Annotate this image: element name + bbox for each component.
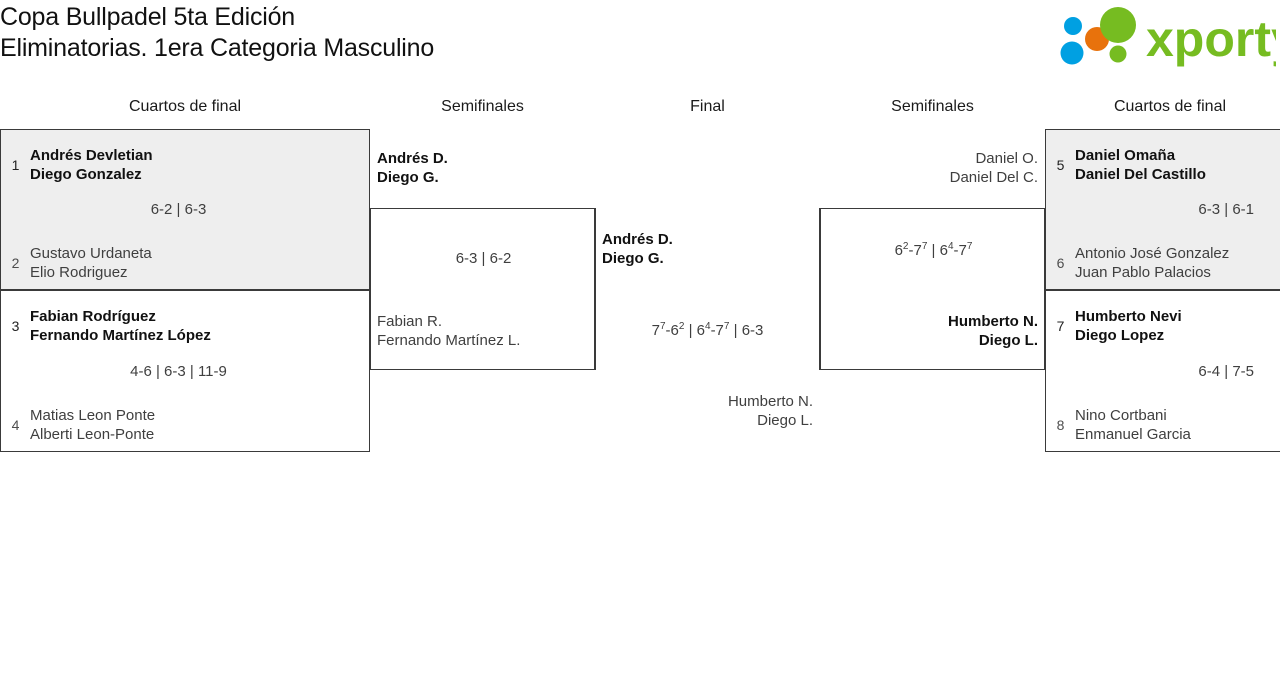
sf1-bottom-player2: Fernando Martínez L. bbox=[377, 332, 521, 349]
qf3-team-top[interactable]: 5 Daniel Omaña Daniel Del Castillo bbox=[1055, 146, 1206, 184]
qf1-bottom-player2: Elio Rodriguez bbox=[30, 264, 128, 281]
final-team-top[interactable]: Andrés D. Diego G. bbox=[602, 230, 673, 268]
round-header-final: Final bbox=[690, 98, 725, 115]
qf2-score: 4-6 | 6-3 | 11-9 bbox=[130, 363, 227, 380]
qf2-top-seed: 3 bbox=[11, 318, 20, 334]
qf4-top-player1: Humberto Nevi bbox=[1075, 308, 1182, 325]
qf3-bottom-seed: 6 bbox=[1056, 255, 1065, 271]
title-line-2: Eliminatorias. 1era Categoria Masculino bbox=[0, 34, 435, 62]
match-box-sf2[interactable]: 62-77 | 64-77 bbox=[820, 208, 1045, 370]
qf2-top-names: Fabian Rodríguez Fernando Martínez López bbox=[30, 307, 211, 345]
sf2-top-player1: Daniel O. bbox=[975, 150, 1038, 167]
sf2-team-bottom[interactable]: Humberto N. Diego L. bbox=[820, 312, 1038, 350]
qf2-team-bottom[interactable]: 4 Matias Leon Ponte Alberti Leon-Ponte bbox=[10, 406, 156, 444]
match-box-qf2[interactable]: 3 Fabian Rodríguez Fernando Martínez Lóp… bbox=[0, 290, 370, 452]
round-header-cuartos-right: Cuartos de final bbox=[1113, 98, 1227, 115]
qf3-team-bottom[interactable]: 6 Antonio José Gonzalez Juan Pablo Palac… bbox=[1055, 244, 1230, 282]
page-title: Copa Bullpadel 5ta Edición Eliminatorias… bbox=[0, 2, 434, 64]
sf1-team-bottom[interactable]: Fabian R. Fernando Martínez L. bbox=[377, 312, 520, 350]
logo-wordmark: xporty bbox=[1146, 11, 1276, 67]
final-team-bottom[interactable]: Humberto N. Diego L. bbox=[595, 392, 813, 430]
final-connector-right bbox=[819, 208, 820, 370]
qf4-team-top[interactable]: 7 Humberto Nevi Diego Lopez bbox=[1055, 307, 1182, 345]
match-box-qf3[interactable]: 5 Daniel Omaña Daniel Del Castillo 6-3 |… bbox=[1045, 129, 1280, 290]
qf2-bottom-seed: 4 bbox=[11, 417, 20, 433]
qf3-bottom-names: Antonio José Gonzalez Juan Pablo Palacio… bbox=[1075, 244, 1229, 282]
qf3-top-seed: 5 bbox=[1056, 157, 1065, 173]
match-box-qf1[interactable]: 1 Andrés Devletian Diego Gonzalez 6-2 | … bbox=[0, 129, 370, 290]
sf1-top-player2: Diego G. bbox=[377, 169, 439, 186]
qf1-team-bottom[interactable]: 2 Gustavo Urdaneta Elio Rodriguez bbox=[10, 244, 152, 282]
qf4-bottom-names: Nino Cortbani Enmanuel Garcia bbox=[1075, 406, 1191, 444]
qf1-bottom-player1: Gustavo Urdaneta bbox=[30, 245, 152, 262]
xporty-logo[interactable]: xporty bbox=[1050, 6, 1276, 68]
qf3-score: 6-3 | 6-1 bbox=[1198, 201, 1254, 218]
qf4-top-names: Humberto Nevi Diego Lopez bbox=[1075, 307, 1182, 345]
qf2-top-player1: Fabian Rodríguez bbox=[30, 308, 156, 325]
round-header-cuartos-left: Cuartos de final bbox=[128, 98, 242, 115]
qf4-bottom-player1: Nino Cortbani bbox=[1075, 407, 1167, 424]
round-header-semifinales-left: Semifinales bbox=[441, 98, 524, 115]
round-header-semifinales-right: Semifinales bbox=[891, 98, 974, 115]
qf4-top-player2: Diego Lopez bbox=[1075, 327, 1165, 344]
qf3-top-player1: Daniel Omaña bbox=[1075, 147, 1176, 164]
page-header: Copa Bullpadel 5ta Edición Eliminatorias… bbox=[0, 0, 1280, 88]
final-top-player2: Diego G. bbox=[602, 250, 664, 267]
qf1-bottom-names: Gustavo Urdaneta Elio Rodriguez bbox=[30, 244, 152, 282]
qf2-bottom-names: Matias Leon Ponte Alberti Leon-Ponte bbox=[30, 406, 155, 444]
qf2-bottom-player2: Alberti Leon-Ponte bbox=[30, 426, 155, 443]
qf1-team-top[interactable]: 1 Andrés Devletian Diego Gonzalez bbox=[10, 146, 153, 184]
qf1-top-player2: Diego Gonzalez bbox=[30, 166, 142, 183]
qf1-score: 6-2 | 6-3 bbox=[150, 201, 207, 218]
qf2-top-player2: Fernando Martínez López bbox=[30, 327, 211, 344]
title-line-1: Copa Bullpadel 5ta Edición bbox=[0, 3, 296, 31]
qf3-top-player2: Daniel Del Castillo bbox=[1075, 166, 1206, 183]
final-top-player1: Andrés D. bbox=[602, 231, 673, 248]
match-box-qf4[interactable]: 7 Humberto Nevi Diego Lopez 6-4 | 7-5 8 … bbox=[1045, 290, 1280, 452]
match-box-sf1[interactable]: 6-3 | 6-2 bbox=[370, 208, 595, 370]
qf3-bottom-player1: Antonio José Gonzalez bbox=[1075, 245, 1230, 262]
qf4-bottom-player2: Enmanuel Garcia bbox=[1075, 426, 1191, 443]
qf3-top-names: Daniel Omaña Daniel Del Castillo bbox=[1075, 146, 1206, 184]
sf1-team-top[interactable]: Andrés D. Diego G. bbox=[377, 149, 448, 187]
qf4-bottom-seed: 8 bbox=[1056, 417, 1065, 433]
sf1-bottom-player1: Fabian R. bbox=[377, 313, 443, 330]
final-score: 77-62 | 64-77 | 6-3 bbox=[651, 321, 764, 340]
qf1-bottom-seed: 2 bbox=[11, 255, 20, 271]
qf4-score: 6-4 | 7-5 bbox=[1198, 363, 1254, 380]
sf1-top-player1: Andrés D. bbox=[377, 150, 448, 167]
sf2-score: 62-77 | 64-77 bbox=[894, 241, 973, 260]
qf4-team-bottom[interactable]: 8 Nino Cortbani Enmanuel Garcia bbox=[1055, 406, 1191, 444]
sf2-team-top[interactable]: Daniel O. Daniel Del C. bbox=[820, 149, 1038, 187]
qf1-top-names: Andrés Devletian Diego Gonzalez bbox=[30, 146, 153, 184]
qf3-bottom-player2: Juan Pablo Palacios bbox=[1075, 264, 1211, 281]
qf2-team-top[interactable]: 3 Fabian Rodríguez Fernando Martínez Lóp… bbox=[10, 307, 211, 345]
logo-dots-icon bbox=[1060, 7, 1136, 65]
qf1-top-seed: 1 bbox=[11, 157, 20, 173]
sf1-score: 6-3 | 6-2 bbox=[455, 250, 512, 267]
sf2-top-player2: Daniel Del C. bbox=[949, 169, 1038, 186]
sf2-bottom-player2: Diego L. bbox=[978, 332, 1038, 349]
sf2-bottom-player1: Humberto N. bbox=[948, 313, 1038, 330]
final-bottom-player2: Diego L. bbox=[757, 412, 813, 429]
qf2-bottom-player1: Matias Leon Ponte bbox=[30, 407, 156, 424]
final-connector-left bbox=[595, 208, 596, 370]
qf4-top-seed: 7 bbox=[1056, 318, 1065, 334]
qf1-top-player1: Andrés Devletian bbox=[30, 147, 153, 164]
final-bottom-player1: Humberto N. bbox=[727, 393, 813, 410]
